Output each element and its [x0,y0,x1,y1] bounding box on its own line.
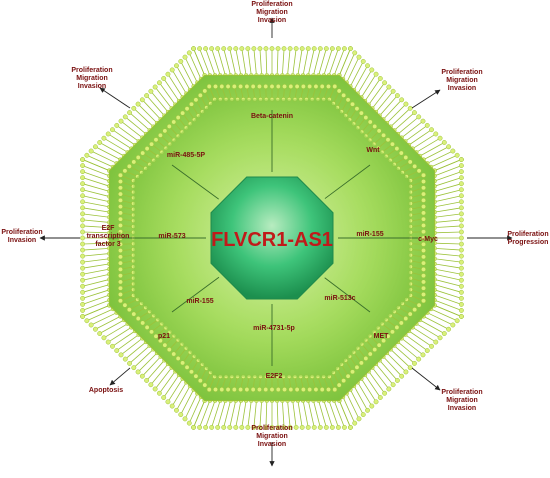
pathway-node-label: miR-155 [356,231,383,238]
pathway-node-label: miR-4731-5p [253,325,295,332]
pathway-node-label: miR-155 [186,298,213,305]
pathway-node-label: miR-573 [158,233,185,240]
pathway-node-label: Wnt [366,147,380,154]
pathway-node-label: c-Myc [418,236,438,243]
pathway-spokes [108,110,418,366]
center-label: FLVCR1-AS1 [211,229,333,251]
pathway-node-label: E2F2 [266,373,283,380]
pathway-node-label: Beta-catenin [251,113,293,120]
spoke-line [324,277,371,313]
pathway-node-label: miR-513c [324,295,355,302]
outcome-arrow [99,87,131,109]
outcome-arrow [411,367,441,391]
outcome-arrow [109,367,131,386]
center-octagon [210,176,334,300]
pathway-node-label: MET [374,333,390,340]
outcome-label: Apoptosis [89,387,123,394]
spoke-line [171,164,219,200]
outcome-arrow [411,89,441,109]
spoke-line [171,276,220,313]
pathway-node-label: miR-485-5P [167,152,205,159]
spoke-line [324,164,371,199]
pathway-node-label: p21 [158,333,170,340]
